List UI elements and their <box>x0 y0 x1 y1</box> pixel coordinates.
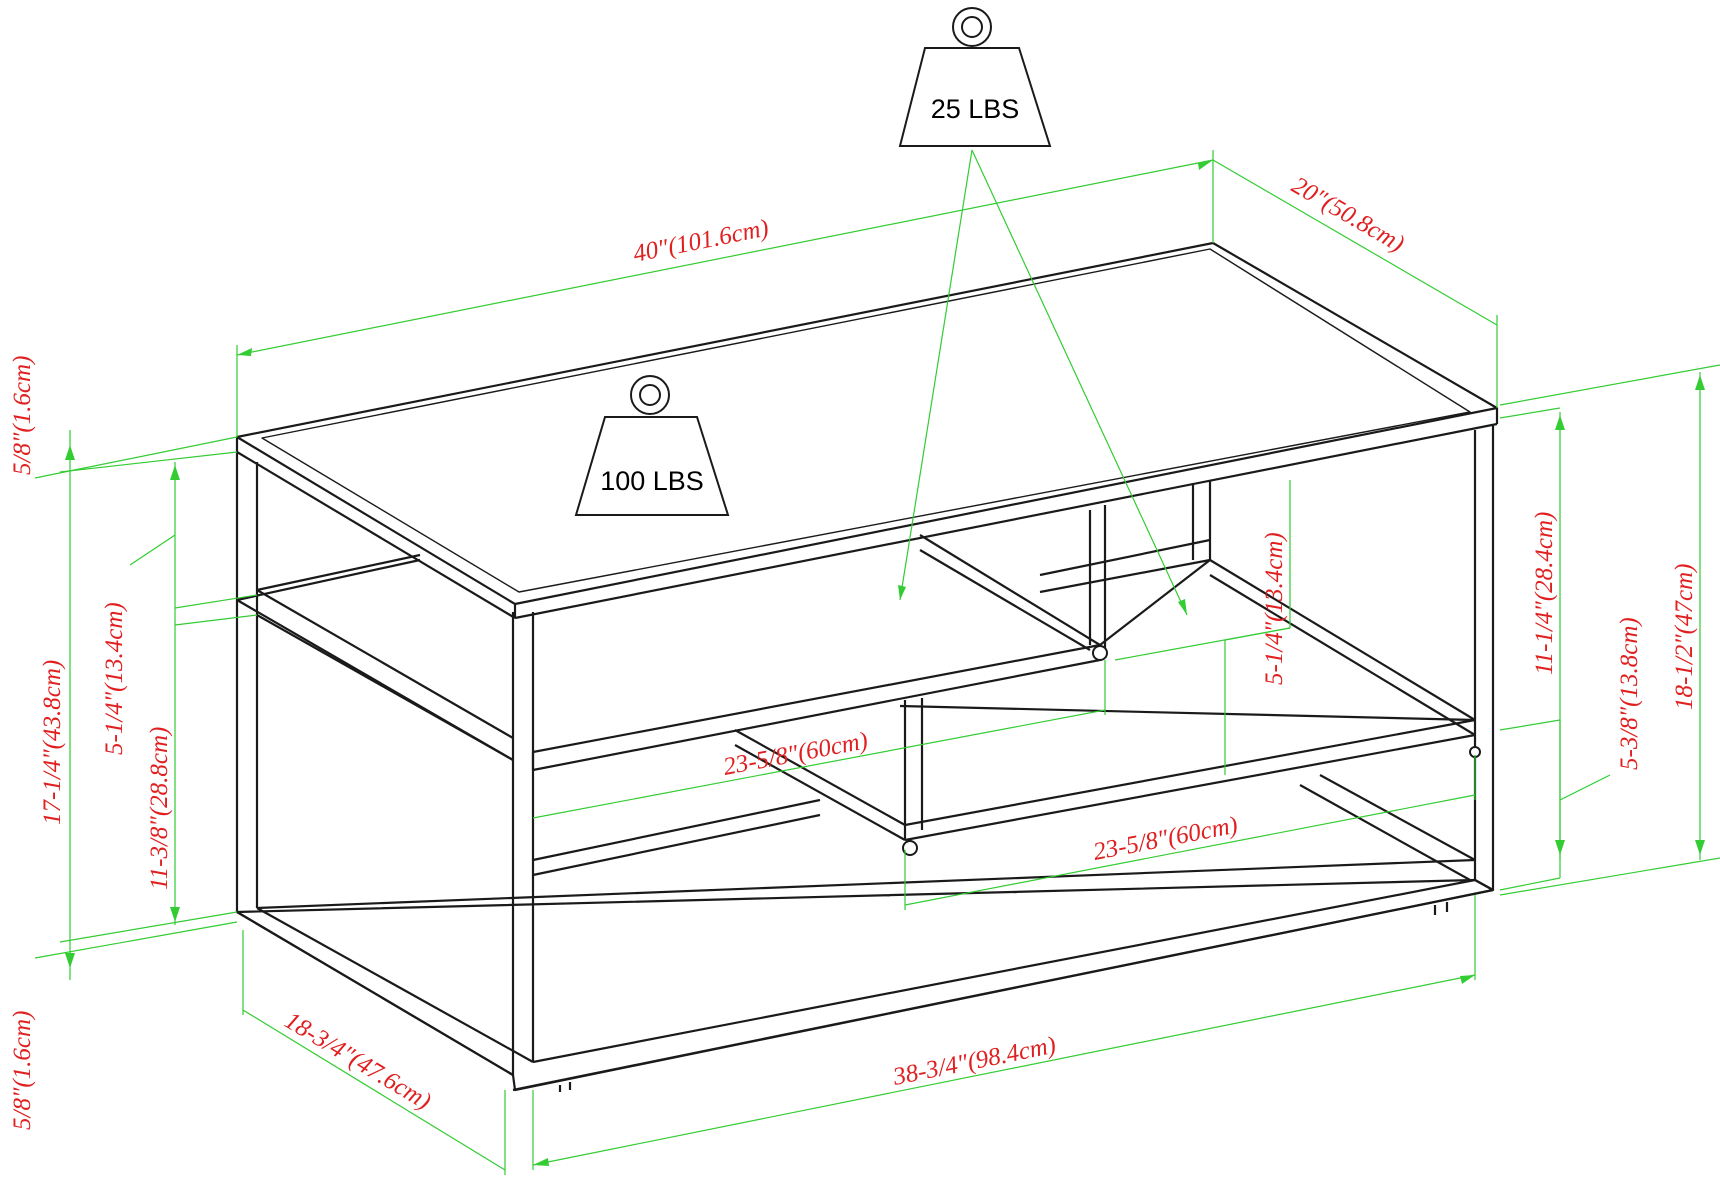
label-top-thickness-left: 5/8″(1.6cm) <box>9 356 36 475</box>
bottom-frame-outer <box>235 878 1495 1092</box>
label-inner-width: 38-3/4″(98.4cm) <box>890 1032 1058 1091</box>
label-right-upper-height: 11-1/4″(28.4cm) <box>1531 512 1558 675</box>
label-inner-depth: 18-3/4″(47.6cm) <box>280 1007 436 1115</box>
table-top-outer <box>235 241 1499 606</box>
label-foot-thickness-left: 5/8″(1.6cm) <box>9 1011 36 1130</box>
weight-top-surface-label: 100 LBS <box>600 466 704 496</box>
label-overall-height: 18-1/2″(47cm) <box>1671 564 1698 710</box>
table-top-glass <box>261 248 1471 593</box>
label-overall-width: 40″(101.6cm) <box>631 214 771 267</box>
weight-top-surface: 100 LBS <box>574 375 730 516</box>
label-leg-height-left: 17-1/4″(43.8cm) <box>39 660 66 825</box>
weight-top-shelf-label: 25 LBS <box>931 94 1020 124</box>
label-right-lower-height: 5-3/8″(13.8cm) <box>1616 617 1643 770</box>
dimension-lines <box>34 149 1720 1175</box>
label-shelf-width-lower: 23-5/8″(60cm) <box>1091 812 1240 866</box>
label-lower-gap-left: 11-3/8″(28.8cm) <box>146 727 173 890</box>
label-overall-depth: 20″(50.8cm) <box>1287 172 1409 258</box>
label-upper-gap-left: 5-1/4″(13.4cm) <box>101 602 128 755</box>
table-frame <box>235 241 1499 1092</box>
label-upper-gap-right: 5-1/4″(13.4cm) <box>1261 532 1288 685</box>
weight-top-shelf: 25 LBS <box>898 7 1052 147</box>
